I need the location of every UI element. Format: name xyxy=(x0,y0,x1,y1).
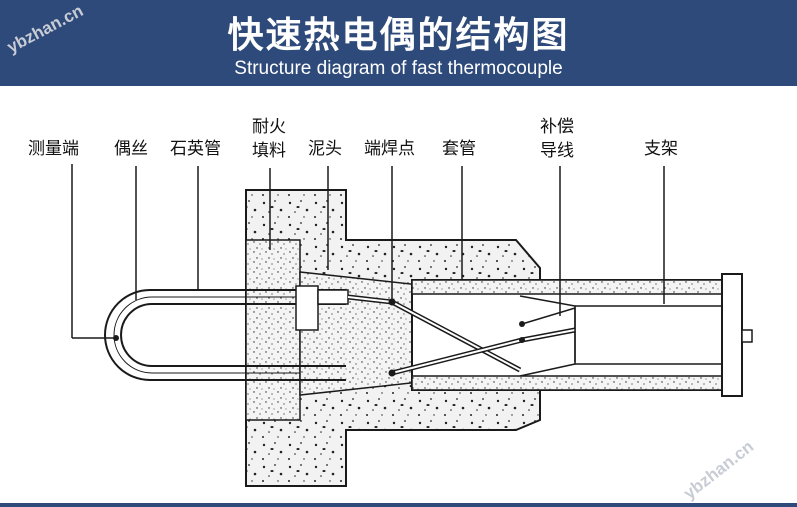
label-sleeve: 套管 xyxy=(442,139,476,159)
label-refractory-line1: 耐火 xyxy=(252,117,286,137)
label-refractory-line2: 填料 xyxy=(252,141,286,161)
label-mud-head: 泥头 xyxy=(308,139,342,159)
header-banner: 快速热电偶的结构图 Structure diagram of fast ther… xyxy=(0,0,797,86)
label-measuring-end: 测量端 xyxy=(28,139,79,159)
label-quartz-tube: 石英管 xyxy=(170,139,221,159)
label-compensation-line1: 补偿 xyxy=(540,117,574,137)
label-compensation-line2: 导线 xyxy=(540,141,574,161)
bottom-border xyxy=(0,503,797,507)
label-end-solder-point: 端焊点 xyxy=(364,139,415,159)
compensation-wire xyxy=(521,306,576,362)
refractory-filler xyxy=(245,239,301,421)
leader-lines xyxy=(71,164,665,339)
bracket-cap xyxy=(721,273,743,397)
label-couple-wire: 偶丝 xyxy=(114,139,148,159)
bracket-rod xyxy=(741,329,753,343)
sleeve-tube xyxy=(411,279,727,391)
page-subtitle: Structure diagram of fast thermocouple xyxy=(234,58,563,79)
couple-wire xyxy=(113,296,300,374)
label-bracket: 支架 xyxy=(644,139,678,159)
page-title: 快速热电偶的结构图 xyxy=(227,15,570,56)
solder-point-lower xyxy=(388,369,396,377)
quartz-u-tube xyxy=(104,289,346,381)
